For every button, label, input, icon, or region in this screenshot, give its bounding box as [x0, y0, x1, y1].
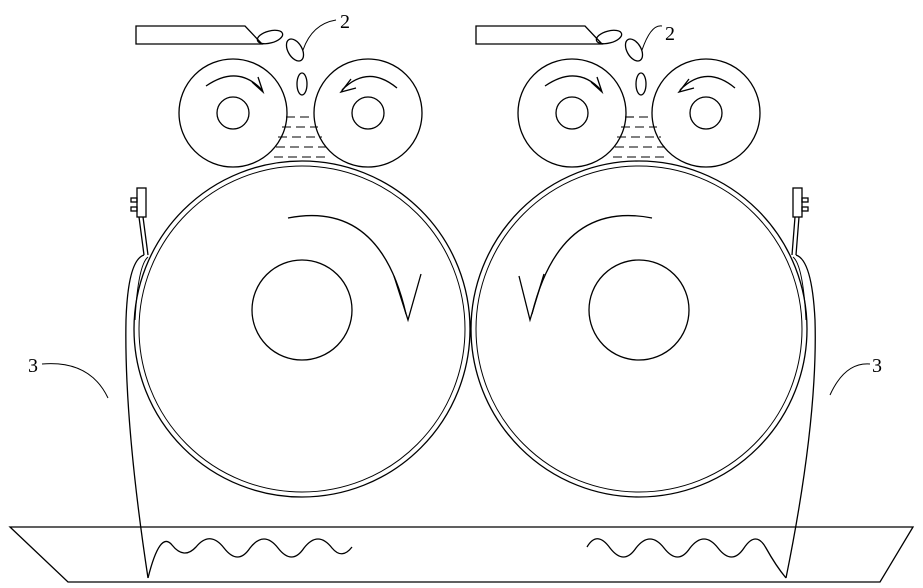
- upper-left-roller-a: [178, 58, 288, 168]
- upper-left-roller-a-hub: [216, 96, 250, 130]
- right-scraped-film-inner: [792, 256, 807, 321]
- left-main-drum-rim: [138, 165, 466, 493]
- right-droplet-2: [624, 38, 644, 62]
- roller-c-arrowhead: [590, 76, 604, 95]
- left-scraper-clamp: [136, 187, 147, 218]
- roller-a-rotation-arrow: [205, 75, 263, 91]
- right-scraper-blade: [791, 216, 800, 256]
- right-label-2-leader: [641, 25, 663, 51]
- roller-b-rotation-arrow: [341, 75, 398, 91]
- right-main-drum-shaft: [588, 259, 690, 361]
- roller-b-arrowhead: [339, 78, 357, 94]
- left-scraped-film: [125, 254, 149, 579]
- right-scraped-film: [785, 254, 816, 579]
- upper-right-roller-b-hub: [689, 96, 723, 130]
- roller-c-rotation-arrow: [544, 75, 602, 91]
- upper-right-roller-a: [517, 58, 627, 168]
- tray-liquid-right: [586, 538, 787, 579]
- right-scraper-bolt-bottom: [801, 206, 809, 212]
- right-scraper-bolt-top: [801, 197, 809, 203]
- right-drum-arrowhead: [518, 273, 545, 323]
- right-feed-chute: [475, 25, 604, 45]
- right-droplet-1: [595, 29, 623, 45]
- label-3-right: 3: [872, 355, 882, 377]
- left-label-2-leader: [302, 19, 337, 51]
- left-main-drum: [133, 160, 471, 498]
- left-droplet-1: [256, 29, 284, 45]
- upper-right-roller-a-hub: [555, 96, 589, 130]
- right-main-drum: [470, 160, 808, 498]
- left-scraper-blade: [138, 216, 149, 256]
- right-main-drum-rim: [475, 165, 803, 493]
- left-scraper-bolt-bottom: [130, 206, 138, 212]
- upper-left-roller-b-hub: [351, 96, 385, 130]
- left-feed-chute: [135, 25, 264, 45]
- left-droplet-3: [296, 72, 308, 96]
- right-scraper-clamp: [792, 187, 803, 218]
- left-drum-arrowhead: [393, 273, 422, 323]
- label-2-left: 2: [340, 11, 350, 33]
- label-2-right: 2: [665, 23, 675, 45]
- left-nip-liquid: [274, 116, 330, 158]
- left-droplet-2: [285, 38, 305, 62]
- roller-d-arrowhead: [677, 78, 695, 94]
- upper-left-roller-b: [313, 58, 423, 168]
- right-nip-liquid: [613, 116, 669, 158]
- upper-right-roller-b: [651, 58, 761, 168]
- label-3-left: 3: [28, 355, 38, 377]
- roller-d-rotation-arrow: [679, 75, 736, 91]
- right-label-3-leader: [829, 363, 871, 396]
- left-scraper-bolt-top: [130, 197, 138, 203]
- collecting-tray: [8, 526, 915, 583]
- right-droplet-3: [635, 72, 647, 96]
- right-drum-rotation-arrow: [531, 214, 653, 315]
- left-drum-rotation-arrow: [287, 214, 407, 315]
- left-label-3-leader: [41, 363, 109, 399]
- left-main-drum-shaft: [251, 259, 353, 361]
- roller-a-arrowhead: [251, 76, 265, 95]
- tray-liquid-left: [147, 538, 353, 579]
- left-scraped-film-inner: [134, 256, 149, 321]
